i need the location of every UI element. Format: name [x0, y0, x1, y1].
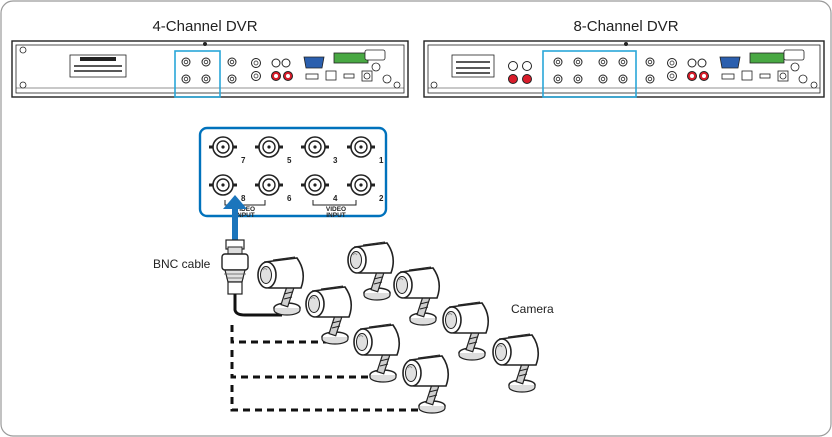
cables — [230, 294, 425, 412]
bnc-cable-connector — [221, 239, 249, 295]
title-4-channel-dvr: 4-Channel DVR — [152, 18, 257, 35]
video-input-label-left-line1: VIDEO — [235, 206, 255, 213]
connection-arrow — [223, 195, 247, 242]
camera-label: Camera — [511, 302, 554, 316]
video-input-label-right-line1: VIDEO — [326, 206, 346, 213]
label-plate — [451, 54, 495, 78]
port-number-5: 5 — [287, 156, 292, 165]
port-number-6: 6 — [287, 194, 292, 203]
port-number-4: 4 — [333, 194, 338, 203]
port-number-2: 2 — [379, 194, 384, 203]
video-input-label-left-line2: INPUT — [235, 212, 255, 219]
dvr-4-highlight-box — [174, 50, 221, 98]
port-number-1: 1 — [379, 156, 384, 165]
video-input-label-right-line2: INPUT — [326, 212, 346, 219]
video-input-zoom-panel: 7 5 3 1 8 6 4 2 VIDEO INPUT VIDEO INPUT — [198, 126, 388, 219]
solid-cable — [233, 294, 282, 317]
dvr-4-channel-rear-panel — [11, 40, 409, 98]
dashed-cable-2 — [230, 350, 378, 379]
dashed-cable-3 — [230, 385, 425, 412]
port-number-8: 8 — [241, 194, 246, 203]
title-8-channel-dvr: 8-Channel DVR — [573, 18, 678, 35]
bnc-cable-label: BNC cable — [153, 257, 211, 271]
dashed-cable-1 — [230, 325, 328, 344]
port-number-3: 3 — [333, 156, 338, 165]
caution-label — [69, 54, 127, 78]
dvr-8-channel-rear-panel — [423, 40, 825, 98]
port-number-7: 7 — [241, 156, 246, 165]
dvr-8-highlight-box — [542, 50, 637, 98]
